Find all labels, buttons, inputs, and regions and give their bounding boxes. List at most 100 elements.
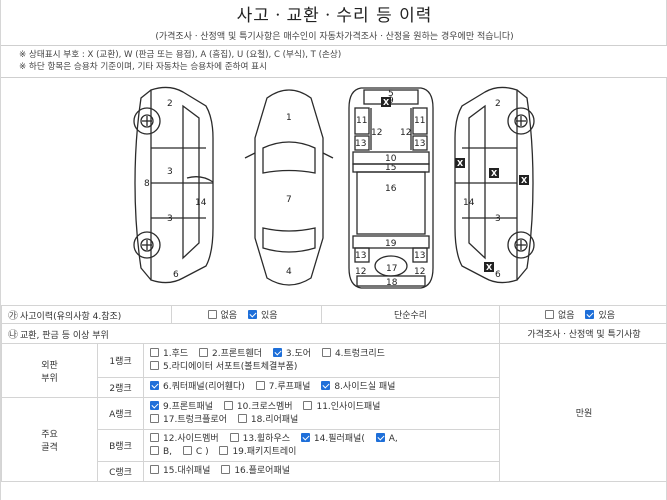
page-subtitle: (가격조사ㆍ산정액 및 특기사항은 매수인이 자동차가격조사ㆍ산정을 원하는 경…: [155, 32, 514, 42]
part-label-3-left-front: 3: [167, 167, 173, 177]
rank1-label: 1랭크: [97, 343, 144, 378]
outer-panel-category: 외판 부위: [1, 343, 98, 398]
side-member-checkbox[interactable]: [150, 432, 159, 442]
top-view-car: [244, 89, 334, 286]
right-side-car: [454, 86, 535, 284]
part-label-17: 17: [386, 264, 397, 274]
part-label-12-rear-left: 12: [355, 267, 366, 277]
part-label-13-front-left: 13: [355, 139, 366, 149]
part-label-4: 4: [286, 267, 292, 277]
page-title: 사고ㆍ교환ㆍ수리 등 이력: [236, 6, 433, 26]
dash-panel-checkbox[interactable]: [150, 465, 159, 474]
front-fender-checkbox[interactable]: [199, 347, 209, 357]
damage-mark-right-quarter: X: [484, 262, 494, 272]
rankC-items: 15.대쉬패널 16.플로어패널: [143, 461, 500, 482]
part-label-11-left: 11: [356, 116, 367, 126]
door-checkbox[interactable]: [272, 347, 282, 357]
part-label-6-left: 6: [173, 270, 179, 280]
pillar-a-checkbox[interactable]: [375, 432, 385, 442]
svg-text:X: X: [383, 98, 390, 107]
side-sill-checkbox[interactable]: [321, 381, 331, 390]
part-label-18: 18: [386, 278, 398, 288]
inside-panel-checkbox[interactable]: [303, 400, 313, 410]
part-label-7: 7: [286, 195, 292, 205]
quarter-panel-checkbox[interactable]: [150, 381, 159, 390]
legend-note-symbols: ※ 상태표시 부호 : X (교환), W (판금 또는 용접), A (흠집)…: [19, 50, 342, 60]
part-label-8-left: 8: [144, 179, 150, 189]
rank1-items: 1.후드 2.프론트휀더 3.도어 4.트렁크리드 5.라디에이터 서포트(볼트…: [143, 343, 500, 378]
simple-repair-label: 단순수리: [321, 305, 500, 324]
legend-note-scope: ※ 하단 항목은 승용차 기준이며, 기타 자동차는 승용차에 준하여 표시: [19, 62, 267, 72]
part-label-5: 5: [388, 89, 394, 99]
svg-text:X: X: [457, 159, 464, 168]
part-label-2-right: 2: [495, 99, 501, 109]
part-label-12-rear-right: 12: [414, 267, 425, 277]
frame-category: 주요 골격: [1, 397, 98, 482]
part-label-6-right: 6: [495, 270, 501, 280]
part-label-13-rear-right: 13: [414, 251, 425, 261]
price-note-header: 가격조사ㆍ산정액 및 특기사항: [499, 323, 667, 344]
accident-history-options: 없음 있음: [171, 305, 322, 324]
svg-text:X: X: [491, 169, 498, 178]
part-label-3-right-rear: 3: [495, 214, 501, 224]
accident-yes-checkbox[interactable]: [247, 310, 257, 319]
roof-panel-checkbox[interactable]: [255, 381, 265, 390]
legend-notes: ※ 상태표시 부호 : X (교환), W (판금 또는 용접), A (흠집)…: [1, 45, 667, 78]
package-tray-checkbox[interactable]: [219, 445, 229, 455]
hood-checkbox[interactable]: [150, 347, 159, 357]
part-label-14-left: 14: [195, 198, 207, 208]
pillar-panel-checkbox[interactable]: [300, 432, 310, 442]
part-label-11-right: 11: [414, 116, 425, 126]
damage-mark-right-front-door: X: [455, 158, 465, 168]
rankA-label: A랭크: [97, 397, 144, 430]
damage-mark-right-rear-door: X: [489, 168, 499, 178]
part-label-10: 10: [385, 154, 397, 164]
part-label-13-rear-left: 13: [355, 251, 366, 261]
vehicle-diagram: 2 3 8 14 3 6 1 7 4 5 9 11 11 12 12 13 13…: [1, 78, 667, 298]
left-side-car: [133, 86, 214, 284]
part-label-15: 15: [385, 163, 396, 173]
pillar-b-checkbox[interactable]: [150, 445, 159, 455]
rear-panel-checkbox[interactable]: [237, 413, 247, 423]
accident-none-checkbox[interactable]: [207, 310, 217, 319]
part-label-1: 1: [286, 113, 292, 123]
part-label-12-front-left: 12: [371, 128, 382, 138]
pillar-c-checkbox[interactable]: [182, 445, 192, 455]
cross-member-checkbox[interactable]: [223, 400, 233, 410]
front-panel-checkbox[interactable]: [150, 400, 159, 410]
part-label-3-left-rear: 3: [167, 214, 173, 224]
simple-repair-none-checkbox[interactable]: [545, 310, 554, 319]
rank2-items: 6.쿼터패널(리어휀다) 7.루프패널 8.사이드실 패널: [143, 377, 500, 398]
part-label-19: 19: [385, 239, 397, 249]
trunk-lid-checkbox[interactable]: [321, 347, 331, 357]
simple-repair-yes-checkbox[interactable]: [585, 310, 595, 319]
damage-mark-frame-front: X: [381, 97, 391, 107]
wheel-house-checkbox[interactable]: [229, 432, 239, 442]
floor-panel-checkbox[interactable]: [221, 465, 231, 474]
frame-view-car: [348, 87, 434, 289]
part-label-2-left: 2: [167, 99, 173, 109]
parts-detail-table: 외판 부위 1랭크 1.후드 2.프론트휀더 3.도어 4.트렁크리드 5.라디…: [1, 343, 667, 482]
radiator-support-checkbox[interactable]: [150, 360, 159, 370]
rank2-label: 2랭크: [97, 377, 144, 398]
part-label-13-front-right: 13: [414, 139, 425, 149]
rankA-items: 9.프론트패널 10.크로스멤버 11.인사이드패널 17.트렁크플로어 18.…: [143, 397, 500, 430]
simple-repair-options: 없음 있음: [499, 305, 667, 324]
rankB-items: 12.사이드멤버 13.휠하우스 14.필러패널( A, B, C ) 19.패…: [143, 429, 500, 462]
part-label-16: 16: [385, 184, 397, 194]
part-label-14-right: 14: [463, 198, 475, 208]
vehicle-diagram-svg: 2 3 8 14 3 6 1 7 4 5 9 11 11 12 12 13 13…: [133, 86, 535, 289]
rankB-label: B랭크: [97, 429, 144, 462]
part-label-12-front-right: 12: [400, 128, 411, 138]
damage-mark-right-sill: X: [519, 175, 529, 185]
rankC-label: C랭크: [97, 461, 144, 482]
svg-text:X: X: [521, 176, 528, 185]
trunk-floor-checkbox[interactable]: [150, 413, 159, 423]
price-note-cell: 만원: [499, 343, 667, 482]
svg-text:X: X: [486, 263, 493, 272]
